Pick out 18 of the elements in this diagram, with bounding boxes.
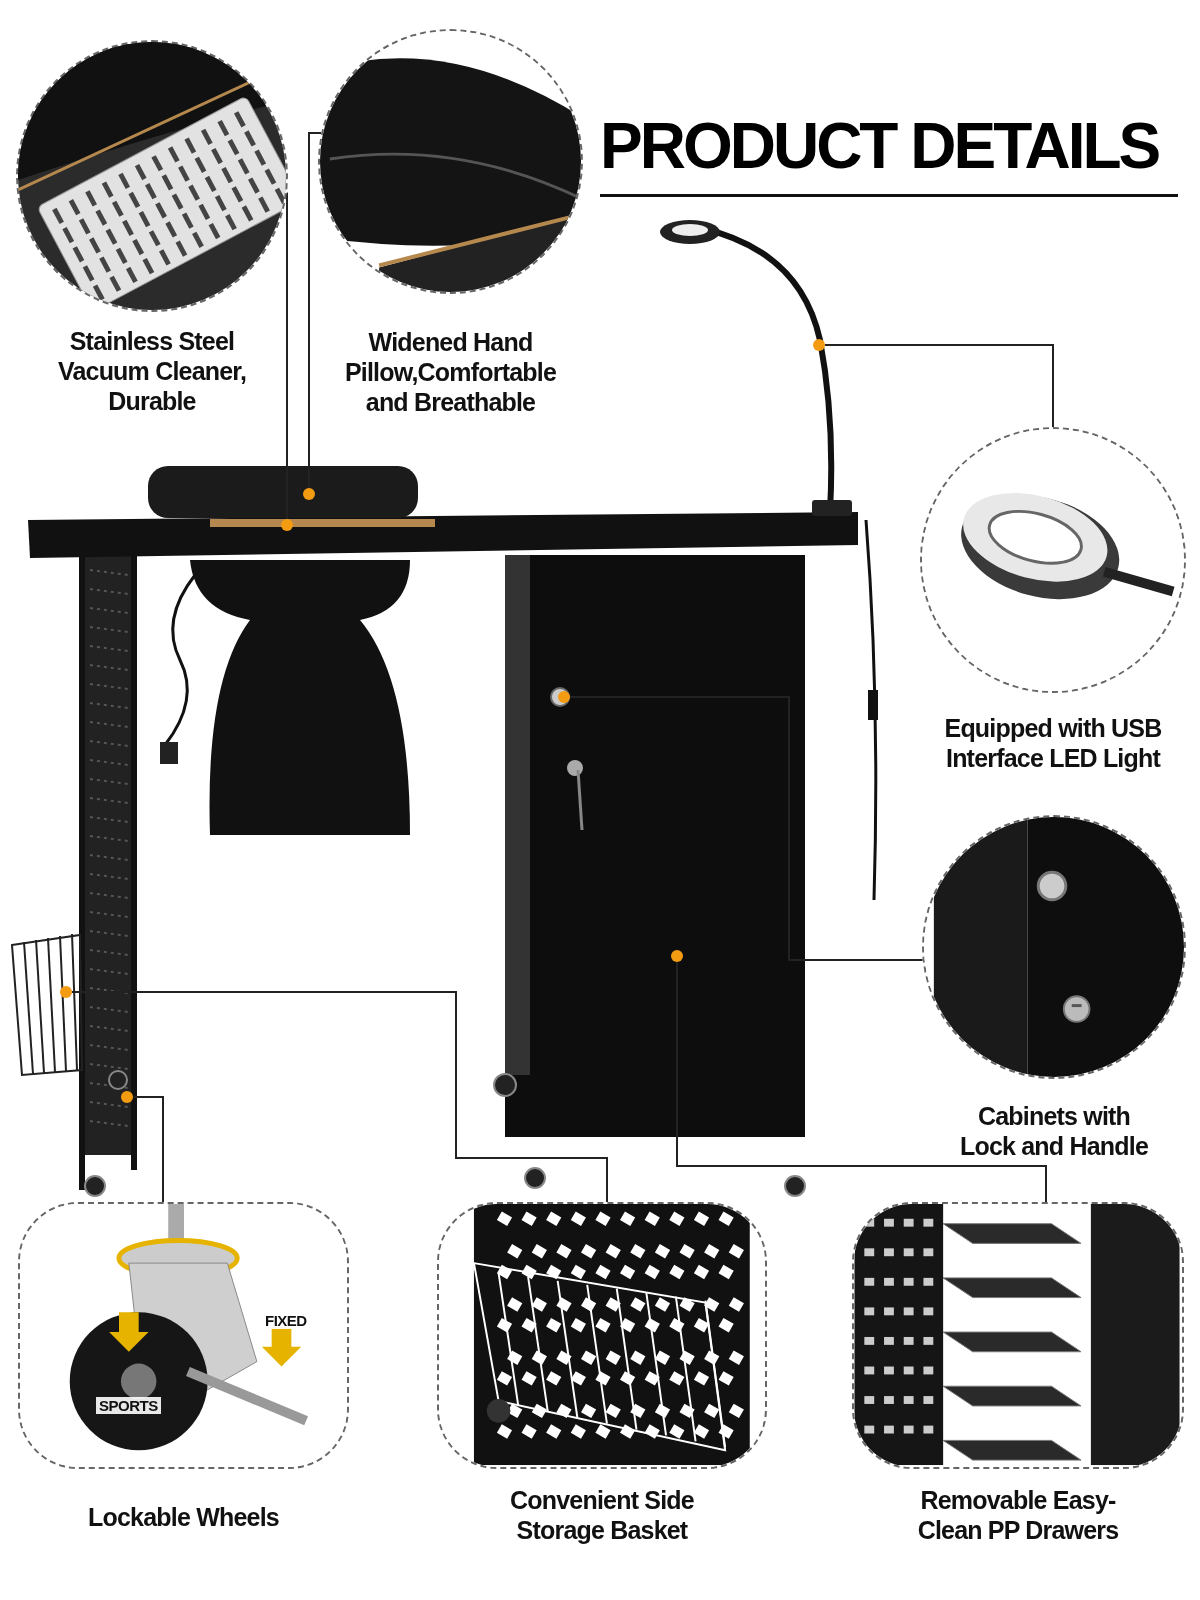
feature-caption: Widened Hand Pillow,Comfortable and Breathable	[343, 327, 558, 417]
leader-line	[308, 132, 323, 489]
feature-caption: Cabinets with Lock and Handle	[958, 1101, 1149, 1161]
page-title: PRODUCT DETAILS	[600, 109, 1159, 184]
feature-caption: Stainless Steel Vacuum Cleaner, Durable	[56, 326, 248, 416]
photo-label: SPORTS	[96, 1397, 161, 1414]
feature-caption: Removable Easy-Clean PP Drawers	[916, 1485, 1120, 1545]
leader-line	[824, 344, 1054, 428]
leader-line	[569, 696, 924, 961]
feature-caption: Equipped with USB Interface LED Light	[943, 713, 1163, 773]
callout-dot	[813, 339, 825, 351]
feature-caption: Lockable Wheels	[87, 1502, 280, 1532]
leader-line	[132, 1096, 164, 1203]
leader-line	[71, 991, 608, 1203]
leader-line	[286, 191, 288, 520]
feature-caption: Convenient Side Storage Basket	[509, 1485, 695, 1545]
callout-dot	[60, 986, 72, 998]
leader-line	[676, 961, 1047, 1203]
